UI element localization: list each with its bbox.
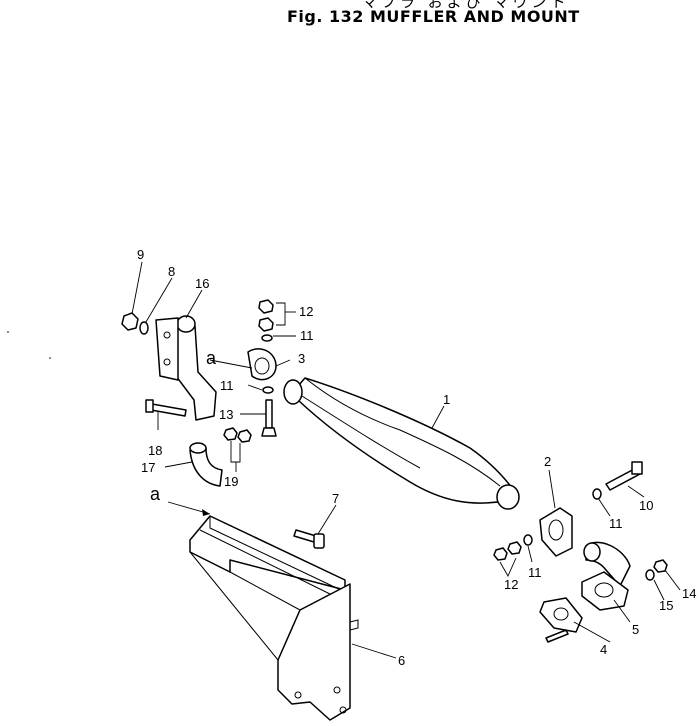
label-part-4: 4 — [600, 642, 607, 657]
fasteners — [121, 299, 668, 643]
label-part-11-lower: 11 — [528, 565, 542, 580]
mount-bracket-part — [189, 515, 359, 721]
label-part-1: 1 — [443, 392, 450, 407]
outlet-elbow-part — [581, 541, 631, 611]
label-part-13: 13 — [219, 407, 233, 422]
label-part-5: 5 — [632, 622, 639, 637]
elbow-part — [189, 442, 223, 487]
reference-mark-a-bracket: a — [150, 484, 161, 504]
label-part-11-right: 11 — [609, 516, 623, 531]
label-part-7: 7 — [332, 491, 339, 506]
figure-title-japanese: マフラ および マウント — [362, 0, 570, 11]
label-part-6: 6 — [398, 653, 405, 668]
upper-pipe-part — [155, 315, 217, 421]
muffler-part — [283, 377, 520, 510]
label-part-3: 3 — [298, 351, 305, 366]
leader-lines — [131, 261, 681, 659]
label-part-8: 8 — [168, 264, 175, 279]
label-part-17: 17 — [141, 460, 155, 475]
gasket-part — [539, 597, 583, 633]
clamp-part — [247, 348, 277, 381]
label-part-14: 14 — [682, 586, 696, 601]
figure-title: Fig. 132 MUFFLER AND MOUNT — [287, 7, 580, 26]
label-part-19: 19 — [224, 474, 238, 489]
label-part-11-upper: 11 — [300, 328, 314, 343]
label-part-10: 10 — [639, 498, 653, 513]
label-part-9: 9 — [137, 247, 144, 262]
label-part-16: 16 — [195, 276, 209, 291]
part-labels: 1 2 3 4 5 6 7 8 9 10 11 11 11 11 12 12 1… — [137, 247, 696, 668]
label-part-2: 2 — [544, 454, 551, 469]
reference-mark-a-pipe: a — [206, 348, 217, 368]
label-part-18: 18 — [148, 443, 162, 458]
reference-marks: a a — [150, 348, 217, 504]
label-part-12-upper: 12 — [299, 304, 313, 319]
label-part-15: 15 — [659, 598, 673, 613]
label-part-12-lower: 12 — [504, 577, 518, 592]
bracket-2-part — [539, 507, 573, 557]
label-part-11-middle: 11 — [220, 378, 234, 393]
